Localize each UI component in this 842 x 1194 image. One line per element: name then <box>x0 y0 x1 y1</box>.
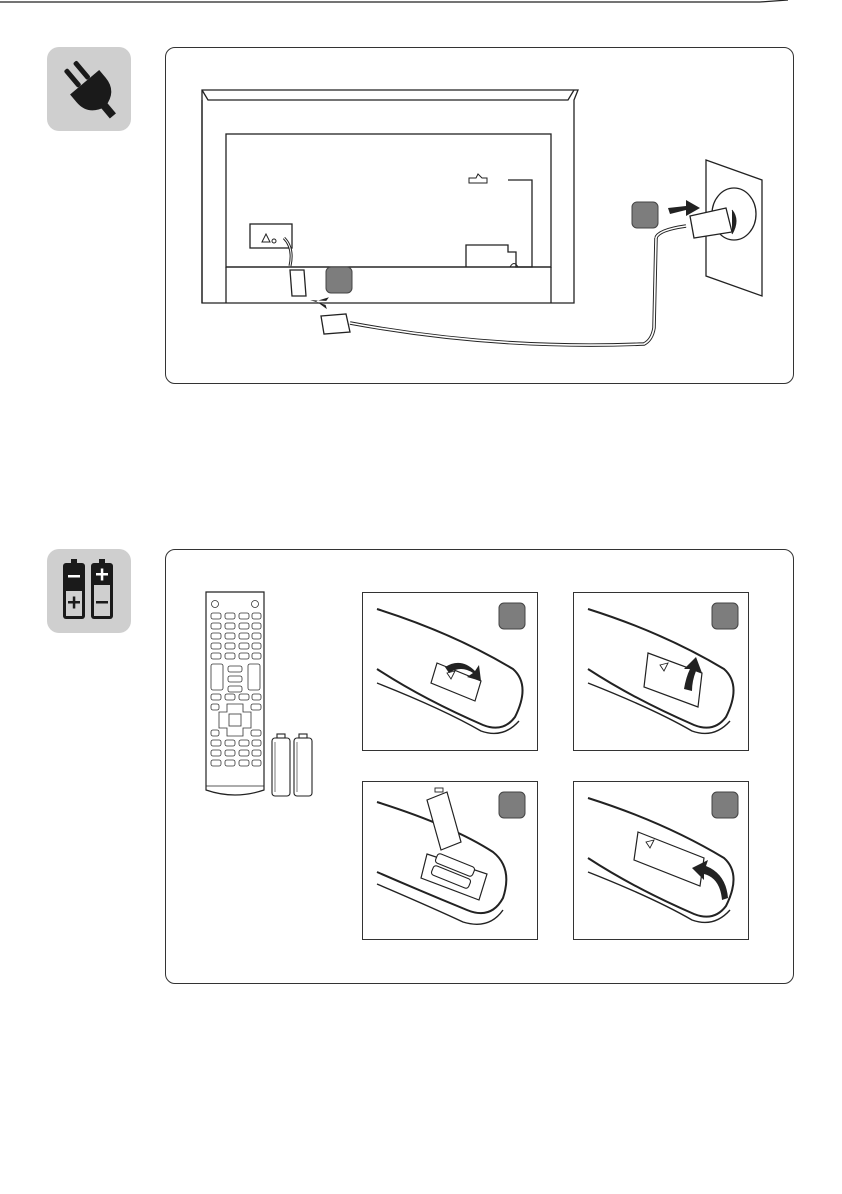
remote-control <box>200 590 320 806</box>
step-badge-open <box>499 603 525 629</box>
power-plug-icon <box>47 47 131 131</box>
battery-installation-panel <box>165 549 794 984</box>
battery-pair-icon <box>272 734 312 796</box>
crop-mark <box>0 0 842 20</box>
battery-icon <box>47 549 131 633</box>
step-lift-cover <box>573 592 749 751</box>
step-badge-1 <box>326 267 352 293</box>
step-insert-batteries <box>362 781 538 940</box>
plug-in-arrow-icon <box>309 294 329 309</box>
step-badge-lift <box>712 603 738 629</box>
step-open-cover <box>362 592 538 751</box>
step-badge-insert <box>499 792 525 818</box>
step-badge-close <box>712 792 738 818</box>
wall-socket <box>690 160 762 296</box>
step-badge-2 <box>632 202 658 228</box>
step-close-cover <box>573 781 749 940</box>
tv-rear <box>202 90 578 303</box>
power-connection-panel <box>165 47 794 384</box>
socket-arrow-icon <box>668 200 700 216</box>
